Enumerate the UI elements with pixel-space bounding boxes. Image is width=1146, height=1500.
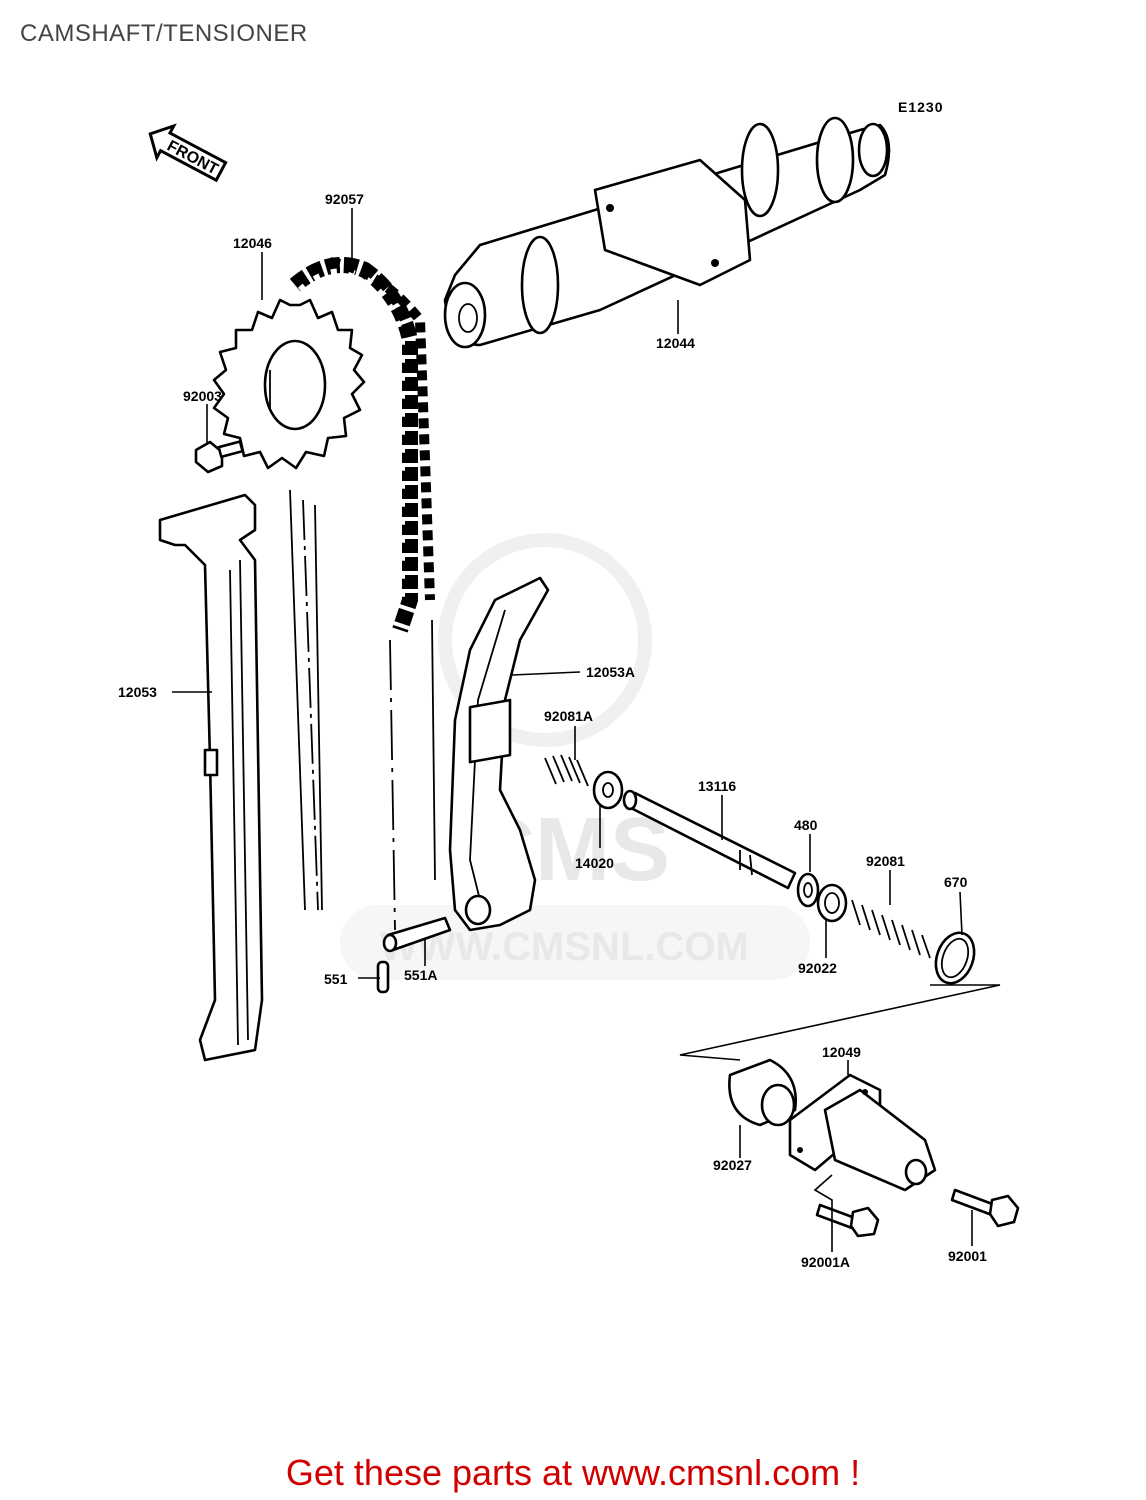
spring-92081a-drawing xyxy=(544,754,624,810)
tensioner-guide-drawing xyxy=(448,576,550,932)
chain-guide-drawing xyxy=(158,493,264,1062)
part-label-13116: 13116 xyxy=(698,778,736,794)
tensioner-housing-drawing xyxy=(728,1058,937,1192)
spring-92081-drawing xyxy=(851,899,931,959)
part-label-92001a: 92001A xyxy=(801,1254,850,1270)
part-label-12049: 12049 xyxy=(822,1044,861,1060)
cam-chain-drawing xyxy=(289,257,435,633)
part-label-12053: 12053 xyxy=(118,684,157,700)
part-label-92003: 92003 xyxy=(183,388,222,404)
o-ring-drawing xyxy=(934,931,976,985)
part-label-551: 551 xyxy=(324,971,348,987)
bolt-92003-drawing xyxy=(194,440,244,474)
pins-drawing xyxy=(376,916,452,994)
part-label-92081: 92081 xyxy=(866,853,905,869)
sprocket-drawing xyxy=(212,298,366,470)
part-label-92001: 92001 xyxy=(948,1248,987,1264)
part-label-12044: 12044 xyxy=(656,335,695,351)
part-label-12046: 12046 xyxy=(233,235,272,251)
part-label-551a: 551A xyxy=(404,967,437,983)
part-label-12053a: 12053A xyxy=(586,664,635,680)
tensioner-rod-drawing xyxy=(622,789,797,890)
part-label-480: 480 xyxy=(794,817,818,833)
part-label-92081a: 92081A xyxy=(544,708,593,724)
part-label-92022: 92022 xyxy=(798,960,837,976)
footer-link[interactable]: Get these parts at www.cmsnl.com ! xyxy=(285,1452,861,1493)
leader-lines xyxy=(172,208,973,1252)
assembly-bracket-lines xyxy=(679,984,1001,1061)
front-arrow-icon: FRONT xyxy=(148,123,228,183)
part-labels: 92057 12046 12044 92003 12053 12053A 920… xyxy=(118,191,987,1270)
part-label-92027: 92027 xyxy=(713,1157,752,1173)
page-title: CAMSHAFT/TENSIONER xyxy=(20,20,308,47)
diagram-code: E1230 xyxy=(898,99,943,115)
alignment-lines xyxy=(289,489,436,931)
camshaft-drawing xyxy=(443,116,891,349)
part-label-670: 670 xyxy=(944,874,968,890)
washers-drawing xyxy=(796,872,848,923)
part-label-92057: 92057 xyxy=(325,191,364,207)
part-label-14020: 14020 xyxy=(575,855,614,871)
bolts-92001-drawing xyxy=(815,1188,1020,1238)
